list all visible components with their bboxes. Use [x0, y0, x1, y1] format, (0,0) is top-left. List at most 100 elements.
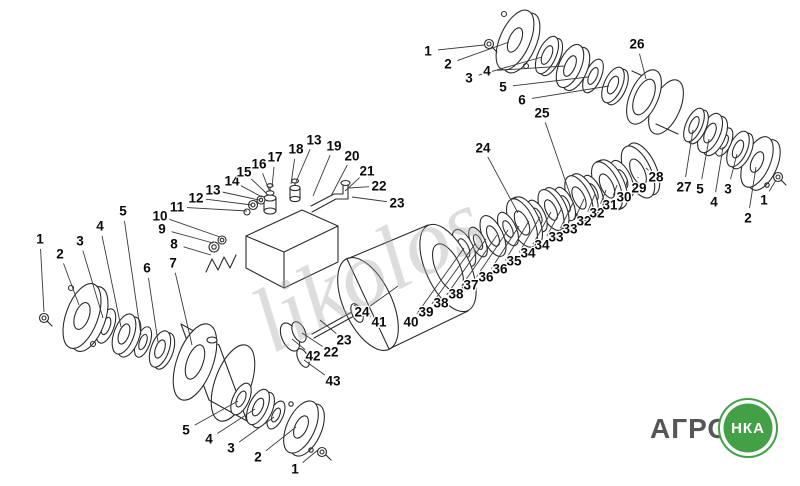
callout-label-19: 19	[326, 139, 341, 154]
callout-leader-39	[431, 243, 476, 305]
callout-leader-36	[491, 225, 520, 269]
callout-leader-20	[330, 164, 348, 197]
callout-label-30: 30	[616, 190, 631, 205]
callout-leader-2	[63, 263, 80, 306]
callout-label-8: 8	[170, 237, 178, 252]
callout-leader-22	[301, 332, 323, 347]
valve-block	[245, 209, 339, 289]
callout-label-35: 35	[506, 254, 522, 269]
callout-leader-34	[546, 207, 563, 237]
callout-label-3: 3	[465, 71, 473, 86]
callout-label-43: 43	[325, 374, 341, 389]
callout-leader-36	[504, 220, 530, 261]
callout-leader-32	[587, 193, 596, 212]
callout-leader-30	[625, 180, 628, 188]
callout-label-1: 1	[291, 462, 299, 477]
sealing-washers	[243, 195, 266, 216]
callout-label-36: 36	[492, 262, 508, 277]
callout-leader-38	[461, 234, 498, 287]
callout-label-23: 23	[389, 196, 405, 211]
callout-label-4: 4	[96, 219, 104, 234]
callout-leader-23	[319, 319, 337, 334]
callout-leader-2	[749, 166, 757, 209]
callout-label-10: 10	[152, 209, 167, 224]
callout-label-6: 6	[143, 261, 151, 276]
callout-leader-15	[250, 178, 267, 194]
callout-label-14: 14	[224, 174, 240, 189]
callout-leader-24	[487, 156, 519, 214]
brand-logo: АГРО НКА	[650, 398, 778, 458]
top-right-assembly	[483, 9, 787, 191]
callout-leader-4	[715, 146, 724, 193]
callout-leader-5	[512, 76, 589, 87]
callout-label-4: 4	[205, 432, 213, 447]
callout-leader-13	[295, 149, 311, 183]
callout-label-38: 38	[448, 287, 464, 302]
callout-leader-3	[82, 250, 104, 319]
callout-label-40: 40	[403, 315, 418, 330]
callout-leader-34	[532, 211, 552, 245]
callout-leader-18	[290, 158, 296, 185]
callout-label-2: 2	[744, 211, 752, 226]
lock-ring	[296, 348, 310, 368]
callout-leader-22	[348, 186, 370, 189]
callout-leader-16	[262, 173, 270, 191]
callout-label-33: 33	[562, 222, 578, 237]
callout-label-3: 3	[76, 234, 84, 249]
callout-label-13: 13	[306, 133, 322, 148]
callout-label-2: 2	[254, 450, 262, 465]
callout-label-21: 21	[359, 164, 375, 179]
callout-leader-32	[600, 189, 607, 204]
callout-leader-6	[531, 85, 610, 99]
callout-leader-3	[478, 56, 543, 76]
callout-leader-1	[437, 44, 485, 51]
callout-leader-23	[351, 196, 388, 203]
callout-label-12: 12	[188, 191, 203, 206]
callout-leader-38	[446, 238, 487, 296]
callout-leader-2	[457, 41, 510, 62]
main-cylinder-body	[337, 223, 477, 351]
callout-label-24: 24	[475, 141, 491, 156]
callout-label-33: 33	[548, 230, 564, 245]
callout-label-27: 27	[676, 180, 691, 195]
callout-leader-4	[101, 235, 122, 328]
callout-label-1: 1	[36, 232, 44, 247]
callout-label-2: 2	[56, 247, 64, 262]
left-stack	[38, 283, 176, 370]
callout-leader-26	[639, 53, 647, 80]
callout-leader-33	[560, 202, 574, 229]
callout-leader-17	[271, 166, 275, 188]
callout-leader-10	[169, 218, 221, 238]
callout-leader-11	[186, 207, 248, 212]
callout-label-23: 23	[336, 333, 352, 348]
callout-label-1: 1	[760, 193, 768, 208]
valve-spring	[205, 235, 237, 273]
callout-leader-2	[265, 426, 297, 452]
callout-leader-31	[612, 184, 618, 196]
brand-logo-badge: НКА	[731, 420, 765, 437]
callout-leader-12	[205, 198, 253, 206]
callout-label-11: 11	[170, 200, 185, 215]
fitting-bolt	[263, 183, 277, 215]
callout-leader-5	[701, 138, 710, 180]
callout-label-32: 32	[589, 206, 604, 221]
callout-label-37: 37	[463, 278, 478, 293]
callout-leader-33	[573, 198, 585, 221]
callout-label-3: 3	[724, 182, 732, 197]
callout-label-5: 5	[182, 423, 190, 438]
callout-label-17: 17	[267, 150, 282, 165]
callout-label-24: 24	[354, 305, 370, 320]
callout-label-13: 13	[205, 183, 221, 198]
callout-leader-9	[171, 231, 214, 244]
callout-label-6: 6	[518, 93, 526, 108]
callout-leader-24	[369, 285, 399, 307]
callout-label-4: 4	[483, 64, 491, 79]
rubber-boot	[279, 321, 307, 352]
callout-label-22: 22	[371, 179, 386, 194]
callout-leader-14	[240, 185, 263, 198]
callout-leader-3	[238, 416, 275, 443]
callout-leader-4	[217, 408, 256, 434]
callout-leader-42	[291, 338, 306, 351]
